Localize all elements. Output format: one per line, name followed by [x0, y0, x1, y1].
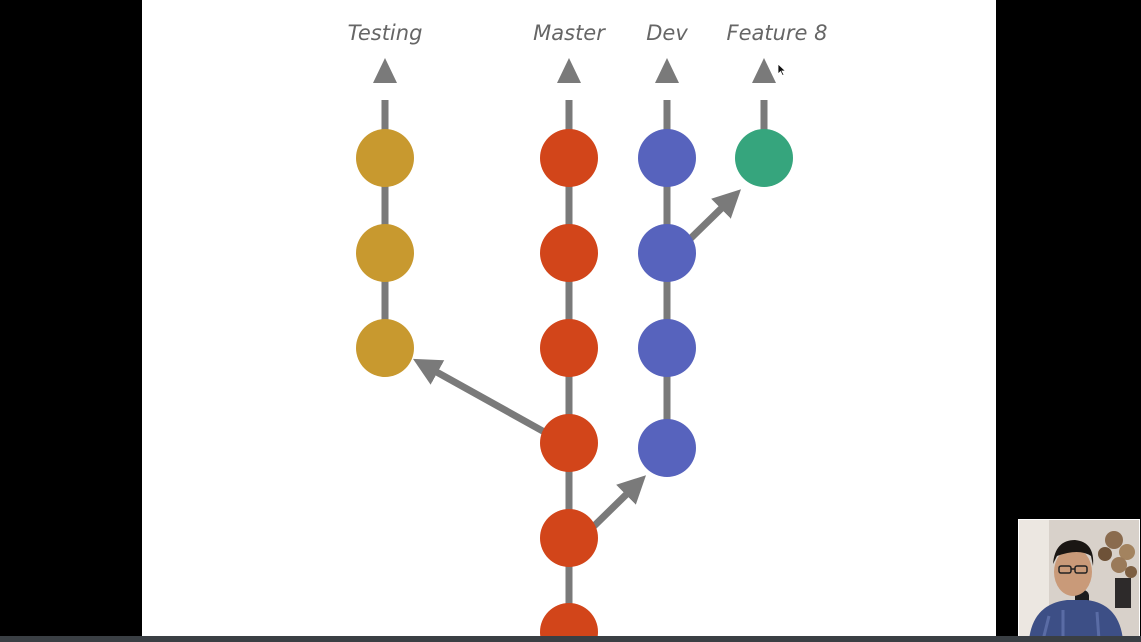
master-commit-node	[540, 319, 598, 377]
master-commit-node	[540, 129, 598, 187]
master-head-arrow-icon	[557, 58, 581, 83]
dev-commit-node	[638, 129, 696, 187]
testing-head-arrow-icon	[373, 58, 397, 83]
feature-head-arrow-icon	[752, 58, 776, 83]
branch-label-feature-8: Feature 8	[726, 21, 827, 45]
branch-label-testing: Testing	[348, 21, 423, 45]
master-commit-node	[540, 603, 598, 636]
dev-commit-node	[638, 224, 696, 282]
feature-commit-node	[735, 129, 793, 187]
presenter-video-icon	[1019, 520, 1139, 640]
testing-commit-node	[356, 319, 414, 377]
dev-head-arrow-icon	[655, 58, 679, 83]
master-commit-node	[540, 224, 598, 282]
dev-commit-node	[638, 419, 696, 477]
dev-to-feature-arrow	[687, 189, 742, 242]
player-bottom-bar	[0, 636, 1141, 642]
dev-commit-node	[638, 319, 696, 377]
master-commit-node	[540, 414, 598, 472]
testing-commit-node	[356, 224, 414, 282]
branch-label-dev: Dev	[646, 21, 688, 45]
master-to-testing-arrow	[412, 358, 550, 438]
presenter-webcam	[1018, 519, 1140, 641]
git-branch-diagram: Testing Master Dev Feature 8	[348, 21, 828, 636]
master-commit-node	[540, 509, 598, 567]
testing-commit-node	[356, 129, 414, 187]
mouse-cursor-icon	[777, 63, 787, 77]
slide-canvas: Testing Master Dev Feature 8	[142, 0, 996, 636]
branch-label-master: Master	[533, 21, 606, 45]
master-to-dev-arrow	[589, 475, 647, 531]
